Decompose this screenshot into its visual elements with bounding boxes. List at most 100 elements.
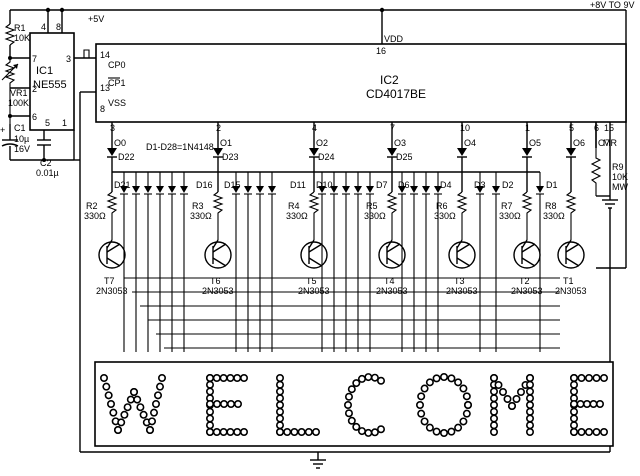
diode-label: D11 xyxy=(290,180,306,190)
resistor-ref: R4 xyxy=(288,201,300,211)
capacitor-c2: C2 0.01µ xyxy=(36,130,59,178)
output-diode xyxy=(107,148,117,156)
led-dot xyxy=(503,394,512,403)
led-dot xyxy=(454,378,463,387)
led-dot xyxy=(376,376,385,385)
led-dot xyxy=(347,416,356,425)
led-dot xyxy=(234,399,243,408)
led-dot xyxy=(304,427,313,436)
matrix-diode xyxy=(434,186,442,193)
led-dot xyxy=(592,373,601,382)
led-dot xyxy=(489,427,498,436)
ic1-pin-2: 2 xyxy=(32,84,37,94)
transistor-base-lead xyxy=(308,239,315,249)
led-dot xyxy=(370,373,379,382)
led-dot xyxy=(582,399,591,408)
led-dot xyxy=(489,394,498,403)
resistor-value: 330Ω xyxy=(84,211,106,221)
led-dot xyxy=(104,391,113,400)
led-dot xyxy=(275,414,284,423)
timing-network: R1 10K VR1 100K xyxy=(1,23,30,124)
led-dot xyxy=(577,373,586,382)
matrix-diode xyxy=(156,186,164,193)
led-dot xyxy=(220,399,229,408)
led-dot xyxy=(344,392,353,401)
led-dot xyxy=(447,374,456,383)
led-dot xyxy=(420,384,429,393)
c2-value: 0.01µ xyxy=(36,168,59,178)
matrix-diode xyxy=(398,186,406,193)
base-resistor xyxy=(308,191,320,240)
output-diode xyxy=(522,148,532,156)
led-dot xyxy=(525,414,534,423)
led-dot xyxy=(415,400,424,409)
led-dot xyxy=(226,373,235,382)
c1-voltage: 16V xyxy=(14,144,30,154)
led-dot xyxy=(126,395,135,404)
transistor-part: 2N3053 xyxy=(555,286,587,296)
led-dot xyxy=(425,423,434,432)
transistor-emitter xyxy=(565,257,580,267)
diode-label: D7 xyxy=(376,180,388,190)
led-dot xyxy=(233,427,242,436)
ic1-ref: IC1 xyxy=(36,65,53,77)
resistor-ref: R3 xyxy=(192,201,204,211)
transistor-body xyxy=(378,241,406,269)
ic2-output-label: O0 xyxy=(114,138,126,148)
ic2-output-label: O1 xyxy=(220,138,232,148)
transistor-part: 2N3053 xyxy=(202,286,234,296)
ic2-cd4017be: 16 VDD 14 CP0 13 CP1 8 VSS IC2 CD4017BE xyxy=(74,34,627,161)
ic2-output-label: O7 xyxy=(598,138,610,148)
led-dot xyxy=(100,373,109,382)
led-dot xyxy=(343,400,352,409)
led-dot xyxy=(206,373,215,382)
resistor-value: 330Ω xyxy=(499,211,521,221)
led-dot xyxy=(417,392,426,401)
matrix-diode xyxy=(492,186,500,193)
led-dot xyxy=(352,422,361,431)
led-dot xyxy=(512,394,521,403)
led-dot xyxy=(439,428,448,437)
led-dot xyxy=(240,373,249,382)
transistor-ref: T7 xyxy=(104,276,115,286)
transistor-ref: T3 xyxy=(454,276,465,286)
ic2-vss: VSS xyxy=(108,98,126,108)
ic2-cp0-pin: 14 xyxy=(100,50,110,60)
led-dot xyxy=(107,399,116,408)
led-dot xyxy=(156,382,165,391)
led-dot xyxy=(352,379,361,388)
led-dot xyxy=(525,380,534,389)
led-dot xyxy=(212,373,221,382)
ic2-cp0: CP0 xyxy=(108,60,126,70)
base-resistor xyxy=(106,191,118,240)
welcome-display xyxy=(94,361,614,447)
led-dot xyxy=(154,391,163,400)
led-dot xyxy=(233,373,242,382)
ic2-output-label: O4 xyxy=(464,138,476,148)
output-diode xyxy=(387,148,397,156)
led-dot xyxy=(275,421,284,430)
led-dot xyxy=(525,421,534,430)
led-dot xyxy=(525,387,534,396)
transistor-part: 2N3053 xyxy=(298,286,330,296)
transistor-body xyxy=(98,241,126,269)
led-dot xyxy=(417,409,426,418)
transistor-body xyxy=(204,241,232,269)
led-dot xyxy=(489,400,498,409)
resistor-value: 330Ω xyxy=(434,211,456,221)
led-dot xyxy=(462,392,471,401)
reset-network: 15 MR R9 10K MW xyxy=(590,122,628,209)
r9-value: 10K xyxy=(612,172,628,182)
supply-5v-label: +5V xyxy=(88,14,104,24)
ic1-ne555: 4 8 7 2 6 3 5 1 IC1 NE555 xyxy=(29,22,96,131)
vr1-ref: VR1 xyxy=(10,88,28,98)
matrix-diode xyxy=(144,186,152,193)
transistor-base-lead xyxy=(386,239,393,249)
r9-ref: R9 xyxy=(612,162,624,172)
transistor-body xyxy=(448,241,476,269)
led-dot xyxy=(432,374,441,383)
base-resistor xyxy=(521,191,533,240)
diode-label: D22 xyxy=(118,152,135,162)
